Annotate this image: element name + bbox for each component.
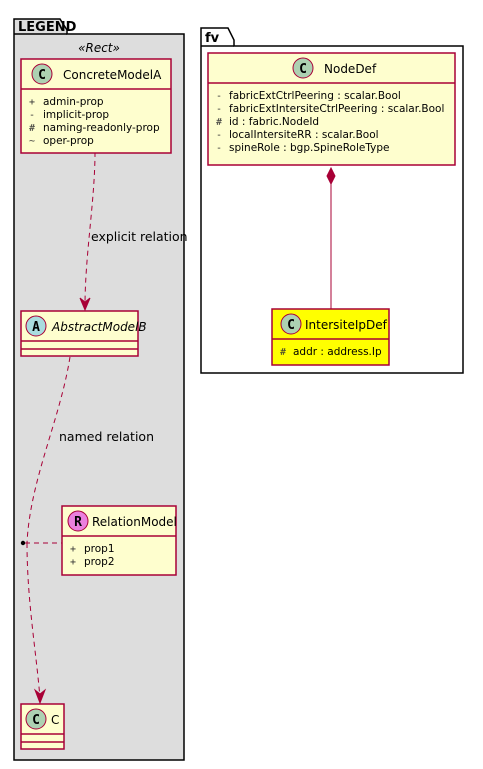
member-visibility: + <box>70 544 76 555</box>
member-list: + admin-prop - implicit-prop # naming-re… <box>29 96 160 147</box>
class-kind-glyph: C <box>287 318 295 333</box>
member-text: fabricExtCtrlPeering : scalar.Bool <box>229 90 401 102</box>
member-visibility: - <box>216 91 222 102</box>
fv-package-title: fv <box>205 31 220 46</box>
member-visibility: + <box>70 557 76 568</box>
junction-point <box>20 540 26 546</box>
named-relation-edge: named relation <box>20 356 154 705</box>
member-list: # addr : address.Ip <box>280 346 382 358</box>
member-text: fabricExtIntersiteCtrlPeering : scalar.B… <box>229 103 444 115</box>
class-kind-glyph: C <box>38 68 46 83</box>
class-c[interactable]: C C <box>20 703 65 750</box>
class-name: AbstractModelB <box>51 320 147 334</box>
member-text: id : fabric.NodeId <box>229 116 319 128</box>
member-visibility: # <box>216 117 222 128</box>
class-name: RelationModel <box>92 515 177 529</box>
member-visibility: # <box>29 123 35 134</box>
member-text: spineRole : bgp.SpineRoleType <box>229 142 389 154</box>
class-abstract-model-b[interactable]: A AbstractModelB <box>20 310 147 357</box>
member-text: localIntersiteRR : scalar.Bool <box>229 129 379 141</box>
legend-package-title: LEGEND <box>18 20 77 35</box>
member-visibility: - <box>216 104 222 115</box>
named-relation-label: named relation <box>59 429 154 444</box>
member-visibility: - <box>216 130 222 141</box>
member-text: implicit-prop <box>43 109 109 121</box>
class-intersite-ip-def[interactable]: C IntersiteIpDef # addr : address.Ip <box>271 308 390 366</box>
composition-diamond <box>326 166 336 186</box>
member-list: + prop1 + prop2 <box>70 543 115 568</box>
class-name: IntersiteIpDef <box>305 318 388 332</box>
class-node-def[interactable]: C NodeDef - fabricExtCtrlPeering : scala… <box>207 52 456 166</box>
abstract-kind-icon <box>25 315 47 337</box>
member-visibility: ~ <box>29 136 35 147</box>
member-visibility: - <box>29 110 35 121</box>
class-kind-icon <box>292 57 314 79</box>
member-text: prop2 <box>84 556 115 568</box>
member-text: addr : address.Ip <box>293 346 382 358</box>
class-kind-glyph: C <box>299 62 307 77</box>
member-text: admin-prop <box>43 96 104 108</box>
member-text: prop1 <box>84 543 115 555</box>
member-text: oper-prop <box>43 135 94 147</box>
composition-edge <box>326 166 336 309</box>
class-relation-model[interactable]: R RelationModel + prop1 + prop2 <box>61 505 177 576</box>
member-visibility: - <box>216 143 222 154</box>
class-kind-icon <box>31 63 53 85</box>
member-visibility: # <box>280 347 286 358</box>
member-visibility: + <box>29 97 35 108</box>
class-kind-glyph: R <box>74 515 82 530</box>
member-text: naming-readonly-prop <box>43 122 160 134</box>
class-kind-glyph: C <box>32 713 40 728</box>
relation-kind-icon <box>67 510 89 532</box>
explicit-relation-label: explicit relation <box>91 229 188 244</box>
member-list: - fabricExtCtrlPeering : scalar.Bool - f… <box>216 90 444 154</box>
class-name: ConcreteModelA <box>63 68 162 82</box>
class-name: NodeDef <box>324 62 377 76</box>
class-concrete-model-a[interactable]: C ConcreteModelA + admin-prop - implicit… <box>20 58 172 154</box>
class-kind-glyph: A <box>32 320 40 335</box>
legend-stereotype: «Rect» <box>78 41 120 55</box>
class-kind-icon <box>25 708 47 730</box>
class-kind-icon <box>280 313 302 335</box>
explicit-relation-edge: explicit relation <box>79 151 188 312</box>
class-name: C <box>51 713 59 727</box>
